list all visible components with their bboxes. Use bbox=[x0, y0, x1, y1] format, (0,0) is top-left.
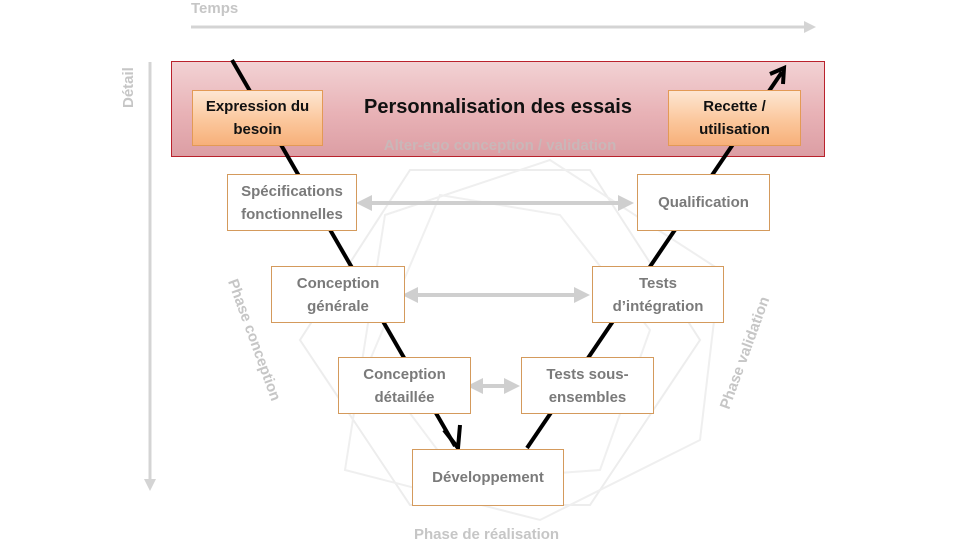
specifications-box[interactable]: Spécifications fonctionnelles bbox=[227, 174, 357, 231]
developpement-box[interactable]: Développement bbox=[412, 449, 564, 506]
box-line: utilisation bbox=[699, 121, 770, 138]
time-axis-label: Temps bbox=[191, 0, 239, 17]
conception-detaillee-box[interactable]: Conception détaillée bbox=[338, 357, 471, 414]
conception-generale-box[interactable]: Conception générale bbox=[271, 266, 405, 323]
box-line: fonctionnelles bbox=[241, 205, 343, 223]
box-line: Tests sous- bbox=[546, 365, 629, 383]
band-title: Personnalisation des essais bbox=[364, 96, 632, 118]
recette-utilisation-box[interactable]: Recette / utilisation bbox=[668, 90, 801, 146]
box-line: Conception bbox=[296, 274, 380, 292]
box-line: générale bbox=[307, 297, 369, 315]
qualification-box[interactable]: Qualification bbox=[637, 174, 770, 231]
alter-ego-label: Alter-ego conception / validation bbox=[383, 137, 617, 154]
box-line: Recette / bbox=[703, 98, 766, 115]
box-line: Spécifications bbox=[241, 182, 343, 200]
box-line: Tests bbox=[638, 274, 678, 292]
box-line: Expression du bbox=[205, 98, 310, 115]
box-line: Conception bbox=[363, 365, 446, 383]
expression-du-besoin-box[interactable]: Expression du besoin bbox=[192, 90, 323, 146]
box-line: Qualification bbox=[658, 194, 749, 211]
box-line: ensembles bbox=[548, 388, 627, 406]
box-line: Développement bbox=[432, 469, 544, 486]
phase-realisation-label: Phase de réalisation bbox=[414, 526, 560, 543]
box-line: détaillée bbox=[374, 388, 435, 406]
box-line: besoin bbox=[233, 121, 282, 138]
box-line: d’intégration bbox=[612, 297, 704, 315]
tests-sous-ensembles-box[interactable]: Tests sous-ensembles bbox=[521, 357, 654, 414]
tests-integration-box[interactable]: Tests d’intégration bbox=[592, 266, 724, 323]
